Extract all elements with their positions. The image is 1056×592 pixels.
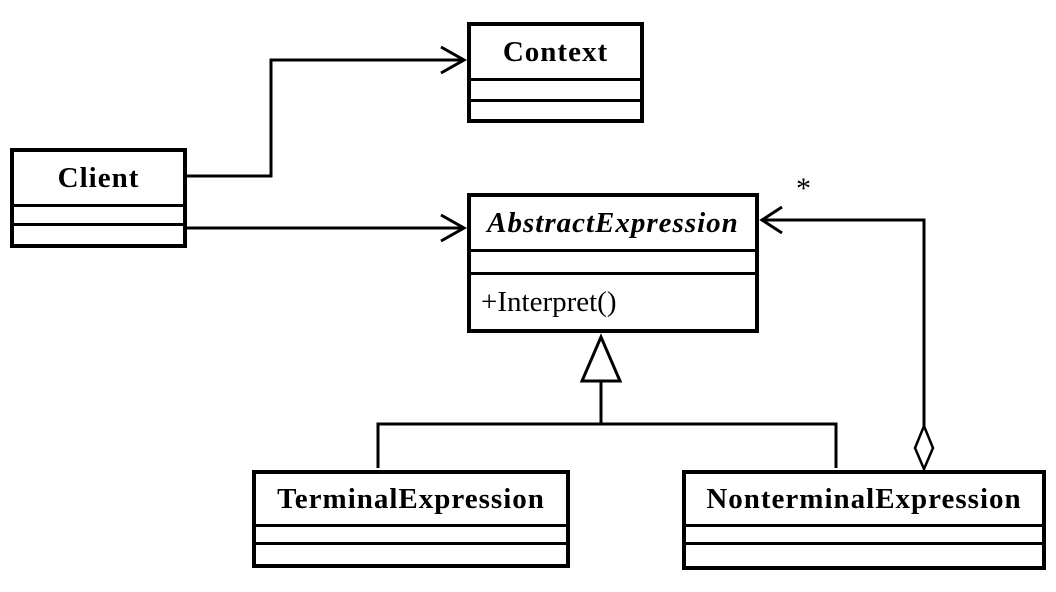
open-arrowhead-icon — [440, 213, 468, 243]
method-interpret: +Interpret() — [481, 285, 617, 318]
client-to-abstract-expression-connector — [187, 213, 468, 243]
methods-compartment — [686, 545, 1042, 566]
generalization-connector — [376, 333, 838, 468]
class-box-terminal-expression: TerminalExpression — [252, 470, 570, 568]
hollow-diamond-icon — [913, 422, 935, 473]
class-name-context: Context — [471, 26, 640, 81]
class-name-client: Client — [14, 152, 183, 207]
open-arrowhead-icon — [440, 45, 468, 75]
class-name-abstract-expression: AbstractExpression — [471, 197, 755, 252]
attributes-compartment — [14, 207, 183, 226]
methods-compartment — [471, 102, 640, 119]
attributes-compartment — [471, 252, 755, 275]
methods-compartment — [256, 545, 566, 564]
aggregation-connector — [759, 205, 935, 473]
class-box-client: Client — [10, 148, 187, 248]
class-box-abstract-expression: AbstractExpression +Interpret() — [467, 193, 759, 333]
client-to-context-connector — [187, 45, 468, 178]
class-name-terminal-expression: TerminalExpression — [256, 474, 566, 527]
methods-compartment: +Interpret() — [471, 275, 755, 329]
aggregation-multiplicity-label: * — [796, 172, 811, 205]
hollow-triangle-icon — [579, 333, 623, 383]
attributes-compartment — [686, 527, 1042, 545]
class-name-nonterminal-expression: NonterminalExpression — [686, 474, 1042, 527]
methods-compartment — [14, 226, 183, 244]
class-box-nonterminal-expression: NonterminalExpression — [682, 470, 1046, 570]
attributes-compartment — [471, 81, 640, 102]
attributes-compartment — [256, 527, 566, 545]
class-box-context: Context — [467, 22, 644, 123]
